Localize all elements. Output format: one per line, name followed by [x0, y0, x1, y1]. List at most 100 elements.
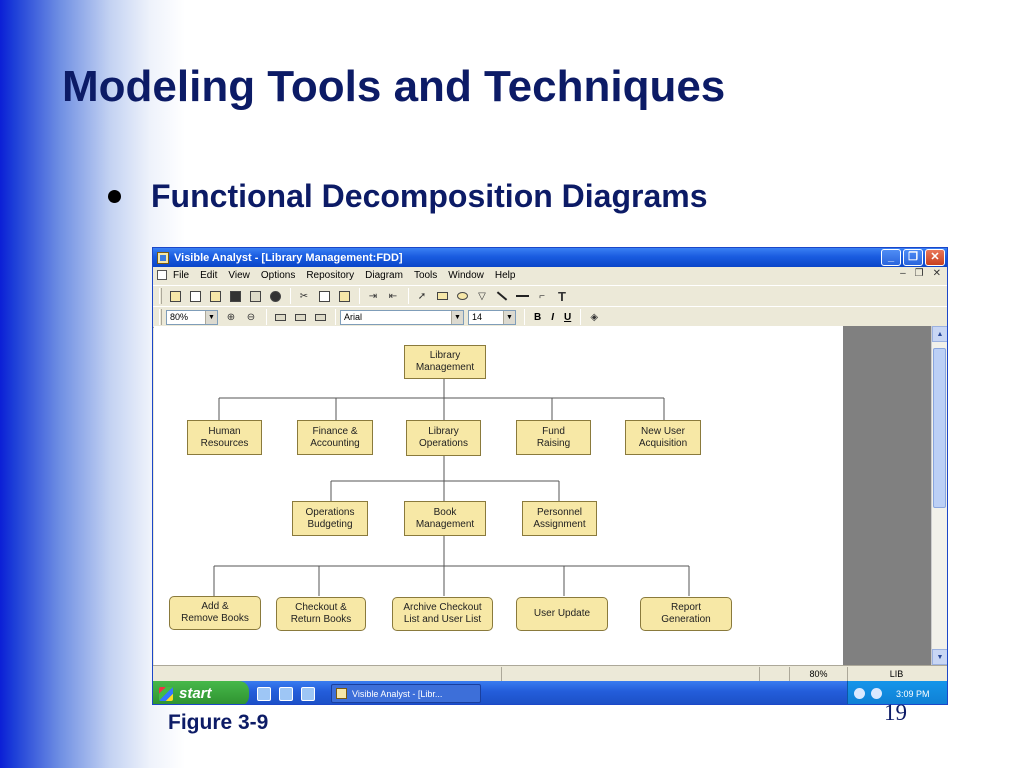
node-new-user-acquisition[interactable]: New User Acquisition — [625, 420, 701, 455]
format-toolbar: 80% ▼ ⊕ ⊖ Arial ▼ 14 ▼ B I U ◈ — [153, 306, 947, 328]
menu-file[interactable]: File — [173, 269, 190, 281]
chevron-down-icon[interactable]: ▼ — [503, 310, 515, 324]
menu-options[interactable]: Options — [260, 269, 296, 281]
node-library-management[interactable]: Library Management — [404, 345, 486, 379]
slide-title: Modeling Tools and Techniques — [62, 62, 726, 111]
scroll-thumb[interactable] — [933, 348, 946, 508]
scroll-down-icon[interactable]: ▼ — [932, 649, 947, 665]
toolbar-grip[interactable] — [159, 288, 162, 304]
network-icon[interactable] — [871, 688, 882, 699]
new-file-icon[interactable] — [186, 288, 204, 304]
select-arrow-icon[interactable]: ➚ — [417, 290, 427, 302]
oval-tool-icon[interactable] — [453, 288, 471, 304]
minimize-button[interactable]: _ — [881, 249, 901, 266]
repository-icon[interactable] — [166, 288, 184, 304]
diagram-canvas[interactable]: Library Management Human Resources Finan… — [154, 326, 843, 665]
connect-icon[interactable]: ⇥ — [368, 290, 378, 302]
node-fund-raising[interactable]: Fund Raising — [516, 420, 591, 455]
font-size-select[interactable]: 14 ▼ — [468, 309, 516, 325]
taskbar-item-label: Visible Analyst - [Libr... — [352, 688, 443, 699]
node-finance-accounting[interactable]: Finance & Accounting — [297, 420, 373, 455]
node-user-update[interactable]: User Update — [516, 597, 608, 631]
status-empty-small — [759, 666, 789, 681]
node-operations-budgeting[interactable]: Operations Budgeting — [292, 501, 368, 536]
menu-repository[interactable]: Repository — [306, 269, 355, 281]
quick-launch-desktop-icon[interactable] — [301, 686, 315, 701]
toolbar-grip[interactable] — [159, 309, 162, 325]
app-window: Visible Analyst - [Library Management:FD… — [152, 247, 948, 705]
zoom-select[interactable]: 80% ▼ — [166, 309, 218, 325]
shape-tool-icon[interactable]: ▽ — [478, 290, 486, 302]
paste-icon[interactable] — [335, 288, 353, 304]
toolbar-separator — [359, 288, 360, 304]
cut-icon[interactable]: ✂ — [299, 290, 309, 302]
bold-button[interactable]: B — [534, 311, 542, 323]
font-value: Arial — [344, 312, 363, 322]
status-bar: 80% LIB — [153, 665, 947, 681]
node-archive-checkout-list[interactable]: Archive Checkout List and User List — [392, 597, 493, 631]
diagonal-line-icon[interactable] — [493, 288, 511, 304]
node-human-resources[interactable]: Human Resources — [187, 420, 262, 455]
title-bar[interactable]: Visible Analyst - [Library Management:FD… — [153, 248, 947, 267]
toolbar-separator — [580, 309, 582, 325]
toolbar-separator — [335, 309, 336, 325]
taskbar-item-visible-analyst[interactable]: Visible Analyst - [Libr... — [331, 684, 481, 703]
node-personnel-assignment[interactable]: Personnel Assignment — [522, 501, 597, 536]
menu-view[interactable]: View — [228, 269, 250, 281]
close-button[interactable]: ✕ — [925, 249, 945, 266]
menu-edit[interactable]: Edit — [200, 269, 218, 281]
toolbar-separator — [408, 288, 409, 304]
print-icon[interactable] — [246, 288, 264, 304]
start-button[interactable]: start — [153, 681, 249, 704]
outline-view-icon[interactable] — [311, 309, 329, 325]
find-icon[interactable] — [266, 288, 284, 304]
color-fill-icon[interactable]: ◈ — [590, 311, 599, 323]
quick-launch-media-icon[interactable] — [279, 686, 293, 701]
text-tool-icon[interactable]: T — [558, 288, 566, 304]
window-controls: _ ❐ ✕ — [881, 249, 945, 266]
grid-view-icon[interactable] — [291, 309, 309, 325]
clock[interactable]: 3:09 PM — [896, 688, 930, 699]
menu-bar: File Edit View Options Repository Diagra… — [153, 267, 947, 283]
node-report-generation[interactable]: Report Generation — [640, 597, 732, 631]
menu-help[interactable]: Help — [494, 269, 516, 281]
toolbar-separator — [266, 309, 267, 325]
menu-diagram[interactable]: Diagram — [365, 269, 403, 281]
page-view-icon[interactable] — [271, 309, 289, 325]
visible-analyst-app-icon[interactable] — [157, 251, 169, 264]
mdi-controls: – ❐ ✕ — [900, 268, 941, 279]
disconnect-icon[interactable]: ⇤ — [388, 290, 398, 302]
font-select[interactable]: Arial ▼ — [340, 309, 464, 325]
chevron-down-icon[interactable]: ▼ — [451, 310, 463, 324]
zoom-in-icon[interactable]: ⊕ — [226, 311, 236, 323]
document-icon[interactable] — [157, 270, 167, 280]
menu-window[interactable]: Window — [448, 269, 484, 281]
open-folder-icon[interactable] — [206, 288, 224, 304]
underline-button[interactable]: U — [564, 311, 572, 323]
line-tool-icon[interactable] — [513, 288, 531, 304]
mdi-restore-icon[interactable]: ❐ — [914, 268, 924, 279]
save-icon[interactable] — [226, 288, 244, 304]
scroll-up-icon[interactable]: ▲ — [932, 326, 947, 342]
mdi-close-icon[interactable]: ✕ — [932, 268, 941, 279]
bullet-dot — [108, 190, 121, 203]
node-checkout-return-books[interactable]: Checkout & Return Books — [276, 597, 366, 631]
node-library-operations[interactable]: Library Operations — [406, 420, 481, 456]
chevron-down-icon[interactable]: ▼ — [205, 310, 217, 324]
elbow-line-icon[interactable]: ⌐ — [539, 290, 545, 302]
rectangle-tool-icon[interactable] — [433, 288, 451, 304]
status-zoom: 80% — [789, 666, 847, 681]
node-book-management[interactable]: Book Management — [404, 501, 486, 536]
figure-caption: Figure 3-9 — [168, 711, 269, 734]
windows-taskbar: start Visible Analyst - [Libr... 3:09 PM — [153, 681, 947, 704]
zoom-out-icon[interactable]: ⊖ — [246, 311, 256, 323]
italic-button[interactable]: I — [551, 311, 555, 323]
restore-button[interactable]: ❐ — [903, 249, 923, 266]
quick-launch-ie-icon[interactable] — [257, 686, 271, 701]
mdi-minimize-icon[interactable]: – — [900, 268, 906, 279]
vertical-scrollbar[interactable]: ▲ ▼ — [931, 326, 947, 665]
tray-expand-icon[interactable] — [854, 688, 865, 699]
copy-icon[interactable] — [315, 288, 333, 304]
node-add-remove-books[interactable]: Add & Remove Books — [169, 596, 261, 630]
menu-tools[interactable]: Tools — [413, 269, 438, 281]
